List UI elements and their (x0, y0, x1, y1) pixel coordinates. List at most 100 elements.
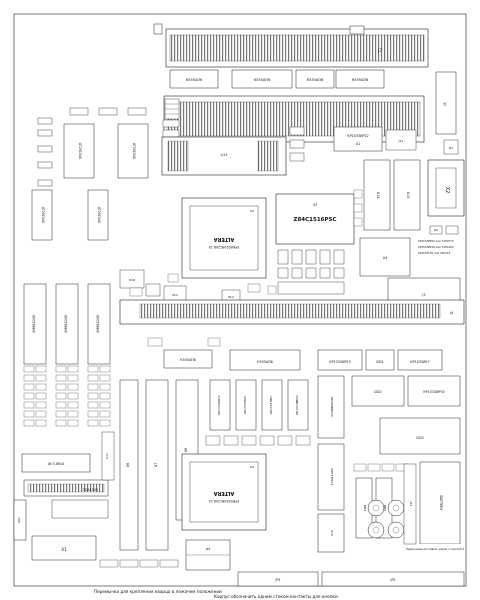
resistor-cluster-2 (289, 139, 305, 149)
chip-ay (21, 453, 91, 473)
chip-u10-label: КР580ВВ55А (330, 397, 334, 418)
battery-label: BATTERY (439, 495, 443, 511)
tag-j9 (153, 23, 163, 35)
chip-at-4-label: AT29C040 (97, 207, 101, 223)
caption-quartz-jumper: Перемычка для крепления кварца в лежачем… (94, 589, 222, 594)
jumper-jp3-label: JP3 (205, 547, 211, 551)
crystal-5 (127, 107, 147, 116)
chip-u7-label: U7 (154, 463, 158, 468)
chip-sram-2 (55, 283, 79, 365)
label-stack-b (162, 129, 180, 138)
chip-kr-1 (333, 126, 383, 152)
chip-xs1 (13, 499, 27, 541)
chip-r1-label: R1 (449, 146, 453, 150)
connector-j12-label: J12 (409, 501, 413, 507)
tech-note-battery (404, 544, 464, 558)
chip-k555-5 (163, 349, 213, 369)
chip-hl1-label: HL1 (172, 293, 178, 297)
connector-j8-label: J8 (443, 102, 447, 106)
label-stack-a (162, 119, 180, 128)
chip-u16-small-label: U16 (129, 278, 135, 282)
chip-kr-4-label: КР1533КП11 (217, 395, 221, 415)
chip-u7 (145, 379, 169, 551)
chip-u1-label: U1 (356, 142, 361, 146)
chip-u11-label: КР537РУ17 (330, 468, 334, 485)
chip-kp-a-label: КР1533ИР35 (423, 390, 444, 394)
connector-j11 (385, 129, 417, 151)
crystal-8 (37, 179, 53, 187)
connector-j12 (403, 463, 417, 545)
chip-at-1-label: AT29C040 (78, 143, 82, 159)
chip-k555-4 (335, 69, 385, 89)
resistor-r2-label: R2 (434, 228, 438, 232)
chip-k555-2 (231, 69, 293, 89)
chip-k555-1-label: К555АП6 (186, 78, 202, 82)
chip-u2-label: U2 (250, 209, 254, 213)
chip-k555-3-label: К555АП6 (307, 78, 323, 82)
chip-kr-3-label: КР1533ИЕ7 (410, 360, 429, 364)
chip-altera-bottom-label: ALTERA (213, 490, 234, 496)
chip-kr-4 (209, 379, 231, 431)
chip-cpu-label: Z84C1516PSC (293, 217, 336, 223)
chip-kr-3 (397, 349, 443, 371)
chip-u11 (317, 443, 345, 511)
crystal-x1-label: X1 (61, 547, 67, 552)
resistor-cluster-1 (289, 126, 305, 136)
chip-dd2 (351, 375, 405, 407)
connector-jp2 (321, 571, 465, 587)
chip-u12-label: U12 (330, 530, 334, 536)
connector-j4-label: J4 (449, 311, 454, 315)
chip-at-3-label: AT29C040 (41, 207, 45, 223)
chip-k555-5-label: К555АП6 (180, 358, 195, 362)
chip-tda-label: TDA1543 (82, 488, 98, 492)
chip-kr-5 (235, 379, 257, 431)
chip-dd1-label: DD1 (376, 360, 383, 364)
chip-u17 (101, 431, 115, 481)
connector-j3-label: J3 (421, 293, 425, 297)
crystal-x2-label: X2 (444, 187, 450, 194)
connector-j7-label: J7 (377, 48, 382, 54)
chip-at-2-label: AT29C040 (132, 143, 136, 159)
chip-hl2-label: HL2 (228, 295, 234, 299)
resistor-cluster-3 (289, 152, 305, 162)
chip-u10 (317, 375, 345, 439)
chip-u8-label: U8 (184, 448, 188, 453)
resistor-row-above-fpga (205, 435, 311, 446)
chip-u6-label: U6 (126, 463, 130, 468)
chip-dd3-label: DD3 (416, 436, 423, 440)
chip-kr-2 (317, 349, 363, 371)
crystal-1 (37, 117, 53, 125)
chip-u3-label: U3 (313, 203, 317, 207)
small-parts-misc (129, 189, 363, 347)
chip-u14 (363, 159, 391, 231)
chip-ay-label: AY-3-8910 (48, 462, 65, 466)
chip-k555-2-label: К555АП6 (254, 78, 270, 82)
chip-dd2-label: DD2 (374, 390, 381, 394)
chip-u14-label: U14 (376, 192, 380, 199)
chip-k555-1 (169, 69, 219, 89)
connector-j8 (435, 71, 457, 135)
resistor-rx (445, 225, 459, 235)
chip-u4 (359, 237, 411, 277)
chip-k555-3 (295, 69, 335, 89)
chip-at-4 (87, 189, 109, 241)
chip-dd3 (379, 417, 461, 455)
tech-note-1-line3: КР1533ТЛ2 или 74HC14 (418, 251, 451, 255)
crystal-6 (37, 145, 53, 153)
chip-dd4-label: DD4 (363, 505, 367, 512)
crystal-2 (37, 129, 53, 137)
battery-holder (419, 461, 461, 545)
chip-kr-6 (261, 379, 283, 431)
tech-note-battery-label: Примечание:поставить рядом с кнопкой 4 (406, 547, 465, 551)
round-connector-group (367, 499, 405, 539)
chip-at-2 (117, 123, 149, 179)
chip-kr-6-label: КР1554ЛН1 (269, 396, 273, 414)
connector-jp2-label: JP2 (389, 578, 395, 582)
chip-at-1 (63, 123, 95, 179)
chip-kr-2-label: КР1533ИР23 (329, 360, 350, 364)
chip-r1 (443, 139, 459, 155)
chip-dd5-label: DD5 (383, 505, 387, 512)
chip-kr-7 (287, 379, 309, 431)
resistor-cluster-audio (51, 499, 109, 519)
